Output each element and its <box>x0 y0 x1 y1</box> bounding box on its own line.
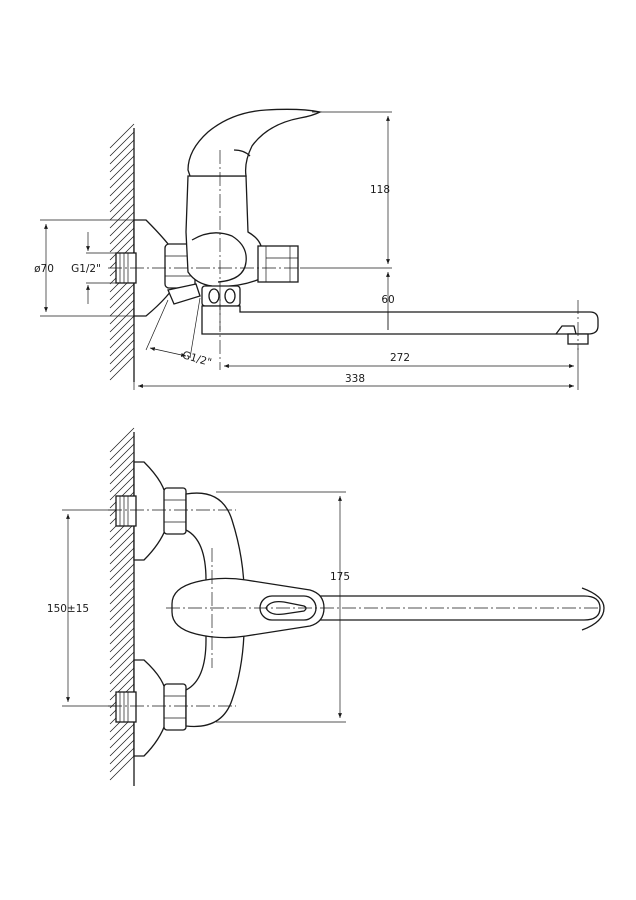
wall-hatching <box>109 427 135 781</box>
hatch-line <box>109 619 135 645</box>
hatch-line <box>109 651 135 677</box>
hatch-line <box>109 595 135 621</box>
hatch-line <box>109 723 135 749</box>
hatch-line <box>109 443 135 469</box>
upper-inlet-thread <box>115 495 137 527</box>
hatch-line <box>109 171 135 197</box>
hatch-line <box>109 427 135 453</box>
lower-inlet-thread <box>115 691 137 723</box>
hatch-line <box>109 211 135 237</box>
hatch-line <box>109 555 135 581</box>
hatch-line <box>109 523 135 549</box>
hatch-line <box>109 467 135 493</box>
hatch-line <box>109 587 135 613</box>
hatch-line <box>109 123 135 149</box>
hatch-line <box>109 603 135 629</box>
spout <box>201 305 599 335</box>
side-view: 118 60 ø70 G1/2" G1/2" 272 338 <box>34 108 599 390</box>
hatch-line <box>109 163 135 189</box>
dim-175: 175 <box>330 571 350 583</box>
hatch-line <box>109 347 135 373</box>
dim-thread-inlet: G1/2" <box>71 263 101 275</box>
hatch-line <box>109 435 135 461</box>
hatch-line <box>109 355 135 381</box>
hatch-line <box>109 331 135 357</box>
lower-nut <box>163 683 187 731</box>
lever-handle <box>187 108 322 177</box>
hatch-line <box>109 627 135 653</box>
hatch-line <box>109 611 135 637</box>
dim-60: 60 <box>381 294 394 306</box>
hatch-line <box>109 731 135 757</box>
dim-118: 118 <box>370 184 390 196</box>
hatch-line <box>109 299 135 325</box>
hatch-line <box>109 643 135 669</box>
top-wall <box>109 427 135 786</box>
hatch-line <box>109 179 135 205</box>
dim-diameter: ø70 <box>34 263 54 275</box>
angled-inlet <box>167 283 201 305</box>
hatch-line <box>109 579 135 605</box>
hatch-line <box>109 195 135 221</box>
hatch-line <box>109 155 135 181</box>
hatch-line <box>109 547 135 573</box>
hatch-line <box>109 147 135 173</box>
hatch-line <box>109 667 135 693</box>
upper-nut <box>163 487 187 535</box>
hatch-line <box>109 755 135 781</box>
hatch-line <box>109 531 135 557</box>
hatch-line <box>109 459 135 485</box>
hatch-line <box>109 323 135 349</box>
hatch-line <box>109 339 135 365</box>
wall-hatching <box>109 123 135 381</box>
hatch-line <box>109 675 135 701</box>
hatch-line <box>109 219 135 245</box>
hatch-line <box>109 571 135 597</box>
hatch-line <box>109 187 135 213</box>
hatch-line <box>109 235 135 261</box>
hatch-line <box>109 291 135 317</box>
hatch-line <box>109 475 135 501</box>
hatch-line <box>109 451 135 477</box>
hatch-line <box>109 203 135 229</box>
dim-spacing: 150±15 <box>47 603 89 615</box>
dim-272: 272 <box>390 352 410 364</box>
hatch-line <box>109 283 135 309</box>
dim-338: 338 <box>345 373 365 385</box>
hatch-line <box>109 307 135 333</box>
hatch-line <box>109 659 135 685</box>
dim-thread-angled: G1/2" <box>181 349 213 369</box>
hatch-line <box>109 739 135 765</box>
hatch-line <box>109 131 135 157</box>
hatch-line <box>109 315 135 341</box>
right-coupling <box>257 245 299 283</box>
hatch-line <box>109 227 135 253</box>
lower-flange <box>133 659 167 757</box>
hatch-line <box>109 747 135 773</box>
spout-swivel <box>201 285 241 307</box>
hatch-line <box>109 539 135 565</box>
hatch-line <box>109 563 135 589</box>
hatch-line <box>109 635 135 661</box>
top-view: 150±15 175 <box>47 427 605 786</box>
mixer-body <box>185 175 263 287</box>
hatch-line <box>109 139 135 165</box>
upper-flange <box>133 461 167 561</box>
